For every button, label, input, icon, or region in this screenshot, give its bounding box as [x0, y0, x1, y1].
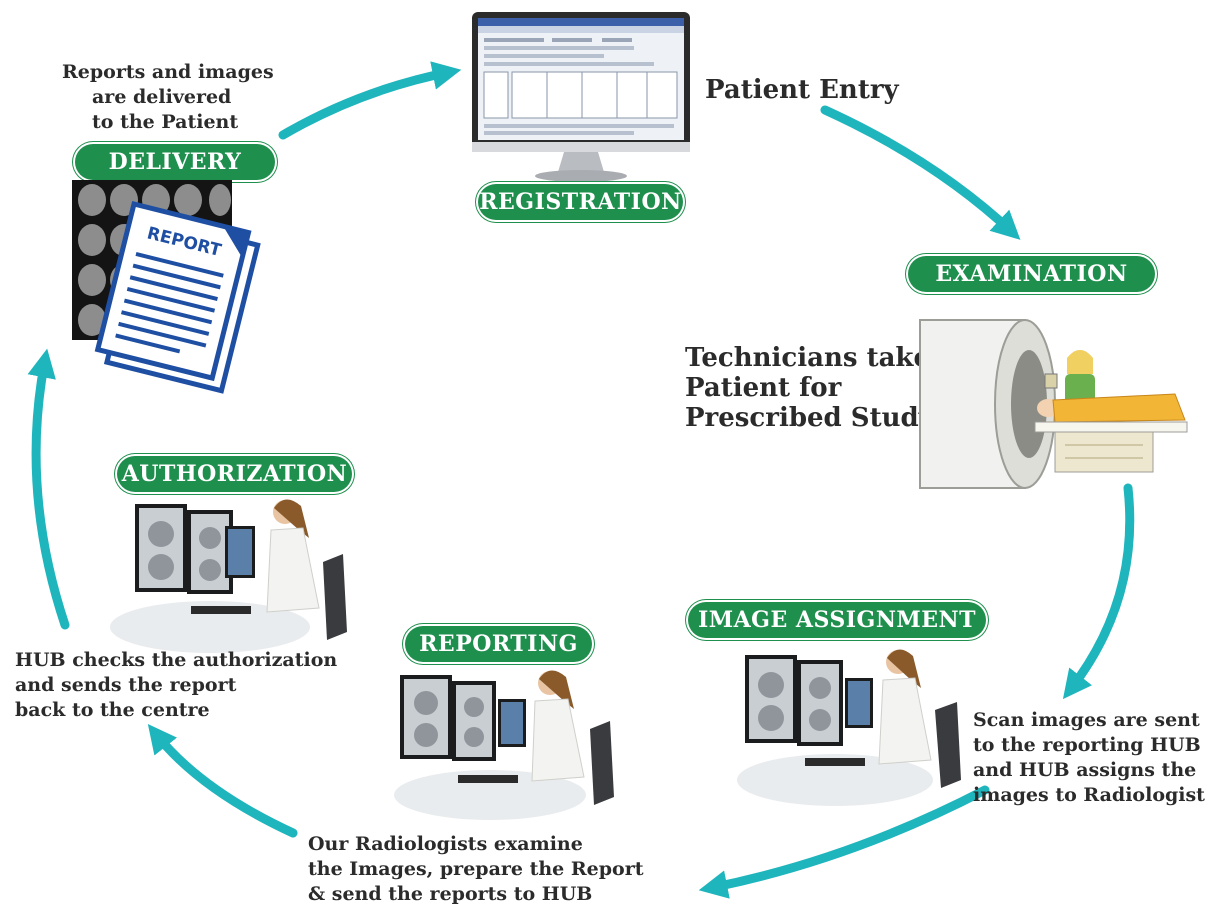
authorization-pill: AUTHORIZATION — [117, 456, 352, 492]
examination-pill: EXAMINATION — [908, 256, 1155, 292]
authorization-caption-line: back to the centre — [15, 699, 210, 721]
reporting-pill: REPORTING — [405, 626, 592, 662]
radiologist-workstation-illustration — [394, 670, 614, 820]
examination-caption: Technicians takes Patient for Prescribed… — [685, 343, 945, 433]
examination-caption-line: Patient for — [685, 373, 842, 403]
authorization-caption-line: HUB checks the authorization — [15, 649, 338, 671]
reporting-caption-line: the Images, prepare the Report — [308, 858, 644, 880]
mri-scanner-illustration — [919, 319, 1188, 489]
authorization-caption-line: and sends the report — [15, 674, 237, 696]
reporting-caption-line: Our Radiologists examine — [308, 833, 583, 855]
arrow-examination-to-assignment — [1062, 483, 1135, 700]
reporting-caption-line: & send the reports to HUB — [308, 883, 593, 905]
radiologist-workstation-illustration — [737, 649, 961, 806]
delivery-caption: Reports and images are delivered to the … — [62, 60, 274, 135]
image-assignment-caption-line: Scan images are sent — [973, 709, 1200, 731]
registration-pill: REGISTRATION — [478, 184, 683, 220]
image-assignment-pill: IMAGE ASSIGNMENT — [688, 602, 986, 638]
radiologist-workstation-illustration — [110, 499, 347, 653]
arrow-delivery-to-registration — [278, 61, 462, 140]
arrow-reporting-to-authorization — [147, 723, 298, 838]
registration-caption: Patient Entry — [705, 75, 899, 105]
registration-caption-line: Patient Entry — [705, 75, 899, 105]
delivery-caption-line: are delivered — [92, 86, 232, 108]
delivery-caption-line: to the Patient — [92, 111, 239, 133]
examination-caption-line: Prescribed Study — [685, 403, 934, 433]
registration-monitor-illustration — [472, 12, 690, 182]
image-assignment-caption: Scan images are sent to the reporting HU… — [973, 708, 1205, 808]
delivery-caption-line: Reports and images — [62, 61, 274, 83]
image-assignment-caption-line: and HUB assigns the — [973, 759, 1197, 781]
arrow-authorization-to-delivery — [27, 348, 70, 630]
authorization-caption: HUB checks the authorization and sends t… — [15, 648, 337, 723]
image-assignment-caption-line: images to Radiologist — [973, 784, 1205, 806]
examination-caption-line: Technicians takes — [685, 343, 945, 373]
image-assignment-caption-line: to the reporting HUB — [973, 734, 1201, 756]
delivery-pill: DELIVERY — [75, 144, 275, 180]
scan-film-and-report-illustration: REPORT — [72, 180, 261, 394]
reporting-caption: Our Radiologists examine the Images, pre… — [308, 832, 644, 907]
arrow-registration-to-examination — [820, 105, 1021, 240]
arrow-assignment-to-reporting — [698, 785, 990, 899]
